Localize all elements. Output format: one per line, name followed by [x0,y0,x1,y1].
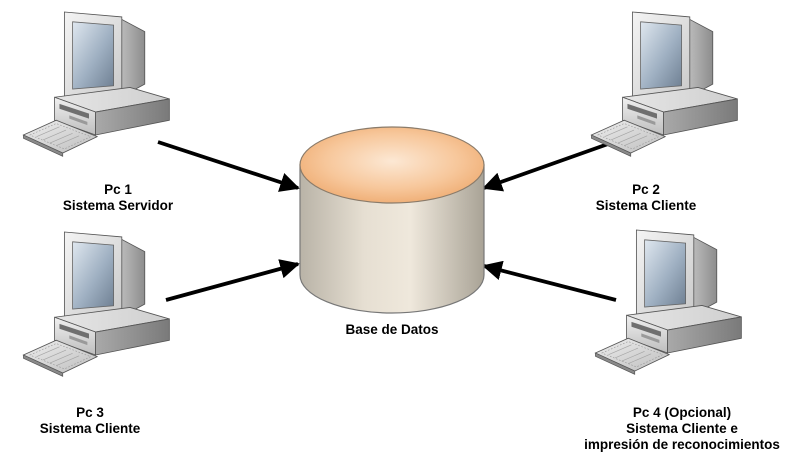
pc2-title: Pc 2 [632,182,660,197]
arrow-pc2-to-database [482,142,609,192]
pc3-computer-icon [22,231,170,377]
pc1-subtitle: Sistema Servidor [62,198,174,213]
database-label-text: Base de Datos [345,322,439,337]
pc4-computer-icon [594,229,742,375]
pc3-title: Pc 3 [76,405,104,420]
pc2-label: Pc 2 Sistema Cliente [566,182,726,214]
arrow-pc3-to-database [165,259,300,302]
arrow-pc1-to-database [157,140,300,192]
pc4-label: Pc 4 (Opcional) Sistema Cliente e impres… [574,405,790,453]
pc2-subtitle: Sistema Cliente [595,198,697,213]
pc4-title: Pc 4 (Opcional) [632,405,732,420]
connections [157,140,617,302]
arrow-pc4-to-database [482,260,617,302]
database-cylinder-icon [299,126,485,314]
pc1-label: Pc 1 Sistema Servidor [38,182,198,214]
pc1-computer-icon [22,11,170,157]
pc3-subtitle: Sistema Cliente [39,421,141,436]
pc4-subtitle-line2: impresión de reconocimientos [584,437,780,452]
pc3-label: Pc 3 Sistema Cliente [10,405,170,437]
pc4-subtitle: Sistema Cliente e [626,421,738,436]
pc2-computer-icon [590,11,738,157]
pc1-title: Pc 1 [104,182,132,197]
database-label: Base de Datos [312,322,472,338]
